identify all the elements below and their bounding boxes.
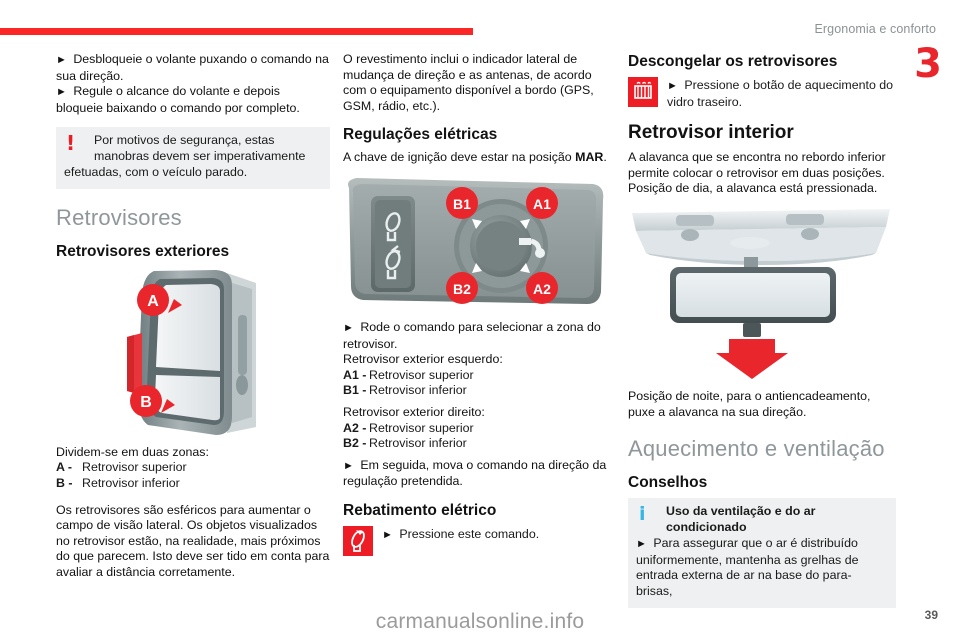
right-mirror-intro: Retrovisor exterior direito:	[343, 404, 485, 419]
right-zone-row-a2: A2 - Retrovisor superior	[343, 421, 617, 437]
exterior-mirror-figure: A B	[56, 267, 330, 439]
exclamation-icon: !	[66, 131, 76, 156]
callout-b2: B2	[446, 271, 478, 304]
left-zone-row-a1: A1 - Retrovisor superior	[343, 368, 617, 384]
callout-a: A	[137, 283, 182, 316]
info-heading-line-1: Uso da ventilação e do ar	[666, 504, 816, 519]
column-left: ► Desbloqueie o volante puxando o comand…	[56, 52, 330, 581]
info-box-ventilation: i Uso da ventilação e do ar condicionado…	[628, 498, 896, 608]
step-move-text: Em seguida, mova o comando na direção da…	[343, 457, 607, 489]
folding-instruction-row: ► Pressione este comando.	[343, 525, 617, 556]
mirror-control-figure: B1 A1 B2 A2	[343, 174, 617, 314]
arrow-icon: ►	[636, 537, 647, 550]
chapter-number: 3	[914, 41, 942, 87]
night-position-paragraph: Posição de noite, para o antiencadeament…	[628, 388, 871, 419]
callout-a2: A2	[526, 271, 558, 304]
zone-row-a: A - Retrovisor superior	[56, 460, 330, 476]
right-zone-label-b2: Retrovisor inferior	[369, 436, 467, 451]
rear-window-defrost-icon	[628, 77, 658, 107]
casing-paragraph: O revestimento inclui o indicador latera…	[343, 52, 594, 113]
svg-text:A1: A1	[533, 196, 551, 212]
step-unlock-text: Desbloqueie o volante puxando o comando …	[56, 52, 329, 83]
right-zone-label-a2: Retrovisor superior	[369, 420, 474, 435]
arrow-icon: ►	[667, 80, 678, 92]
zone-key-a: A -	[56, 460, 73, 475]
arrow-icon: ►	[343, 321, 354, 334]
zone-label-a: Retrovisor superior	[82, 460, 187, 475]
step-rotate-text: Rode o comando para selecionar a zona do…	[343, 319, 601, 351]
ignition-position-value: MAR	[575, 150, 604, 165]
spherical-mirrors-paragraph: Os retrovisores são esféricos para aumen…	[56, 502, 330, 579]
footer-brand: carmanualsonline.info	[375, 610, 585, 633]
defrost-step: ► Pressione o botão de aquecimento do vi…	[667, 77, 896, 110]
safety-warning-box: ! Por motivos de segurança, estas manobr…	[56, 127, 330, 189]
svg-text:A: A	[147, 293, 159, 310]
info-body: ► Para assegurar que o ar é distribuído …	[636, 536, 888, 600]
arrow-icon: ►	[56, 86, 67, 99]
column-right: Descongelar os retrovisores ► Pressione …	[628, 52, 896, 608]
warning-line-3: efetuadas, com o veículo parado.	[64, 164, 248, 179]
folding-step: ► Pressione este comando.	[382, 526, 539, 544]
ignition-text-post: .	[603, 150, 607, 165]
warning-line-2: manobras devem ser imperativamente	[94, 149, 306, 164]
svg-text:B: B	[140, 394, 152, 411]
info-heading-line-2: condicionado	[666, 519, 747, 534]
page-number: 39	[924, 608, 938, 622]
left-zone-label-a1: Retrovisor superior	[369, 367, 474, 382]
ignition-position-paragraph: A chave de ignição deve estar na posição…	[343, 150, 617, 166]
subsection-exterior-mirrors: Retrovisores exteriores	[56, 242, 230, 260]
folding-step-text: Pressione este comando.	[399, 526, 540, 541]
callout-b1: B1	[446, 186, 478, 219]
left-zone-key-b1: B1 -	[343, 383, 367, 398]
svg-text:A2: A2	[533, 281, 551, 297]
zone-label-b: Retrovisor inferior	[82, 475, 180, 490]
interior-mirror-paragraph: A alavanca que se encontra no rebordo in…	[628, 150, 886, 196]
step-move-control: ► Em seguida, mova o comando na direção …	[343, 458, 617, 490]
header-red-rule	[0, 28, 473, 35]
step-rotate-control: ► Rode o comando para selecionar a zona …	[343, 320, 617, 352]
right-zone-key-b2: B2 -	[343, 436, 367, 451]
left-zone-key-a1: A1 -	[343, 367, 367, 382]
zone-row-b: B - Retrovisor inferior	[56, 476, 330, 492]
svg-text:B1: B1	[453, 196, 471, 212]
section-title-heating-ventilation: Aquecimento e ventilação	[628, 436, 885, 462]
arrow-icon: ►	[382, 528, 393, 541]
arrow-icon: ►	[56, 54, 67, 66]
right-zone-row-b2: B2 - Retrovisor inferior	[343, 436, 617, 452]
interior-mirror-figure	[628, 205, 896, 383]
right-zone-key-a2: A2 -	[343, 420, 367, 435]
arrow-icon: ►	[343, 459, 354, 472]
callout-a1: A1	[526, 186, 558, 219]
mirror-fold-icon	[343, 525, 373, 556]
subsection-electric-folding: Rebatimento elétrico	[343, 501, 497, 519]
section-title-mirrors: Retrovisores	[56, 204, 182, 230]
breadcrumb: Ergonomia e conforto	[814, 22, 936, 36]
left-zone-row-b1: B1 - Retrovisor inferior	[343, 383, 617, 399]
column-middle: O revestimento inclui o indicador latera…	[343, 52, 617, 556]
down-arrow-icon	[716, 338, 788, 379]
subsection-advice: Conselhos	[628, 474, 708, 492]
step-adjust: ► Regule o alcance do volante e depois b…	[56, 84, 330, 116]
subsection-interior-mirror: Retrovisor interior	[628, 122, 794, 144]
left-mirror-intro: Retrovisor exterior esquerdo:	[343, 352, 503, 367]
interior-mirror-illustration	[632, 208, 890, 379]
callout-b: B	[130, 384, 175, 417]
ignition-text-pre: A chave de ignição deve estar na posição	[343, 150, 576, 165]
defrost-step-text: Pressione o botão de aquecimento do vidr…	[667, 78, 894, 109]
step-adjust-text: Regule o alcance do volante e depois blo…	[56, 84, 300, 115]
defrost-instruction-row: ► Pressione o botão de aquecimento do vi…	[628, 77, 896, 110]
svg-text:B2: B2	[453, 281, 471, 297]
zones-intro: Dividem-se em duas zonas:	[56, 444, 209, 459]
subsection-electric-adjustments: Regulações elétricas	[343, 126, 498, 144]
left-zone-label-b1: Retrovisor inferior	[369, 383, 467, 398]
info-body-text: Para assegurar que o ar é distribuído un…	[636, 535, 859, 599]
zone-key-b: B -	[56, 475, 73, 490]
exterior-mirror-illustration: A B	[127, 269, 256, 435]
warning-line-1: Por motivos de segurança, estas	[94, 133, 275, 148]
step-unlock: ► Desbloqueie o volante puxando o comand…	[56, 52, 330, 84]
information-icon: i	[639, 503, 646, 526]
mirror-control-illustration: B1 A1 B2 A2	[348, 177, 604, 304]
subsection-defrost-mirrors: Descongelar os retrovisores	[628, 53, 838, 70]
